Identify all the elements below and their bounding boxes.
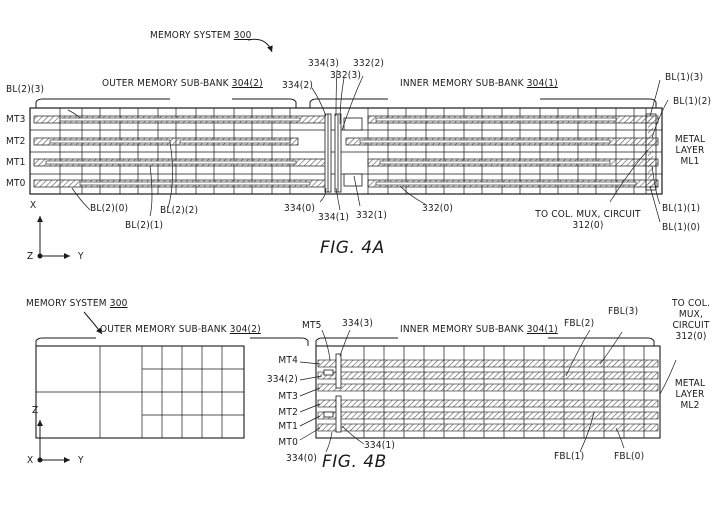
bl-2-0-label: BL(2)(0) <box>90 203 129 214</box>
fbl-2-label: FBL(2) <box>564 318 595 329</box>
inner-sub-bank-bracket-4b <box>315 337 655 346</box>
axis-triad-4a <box>37 216 70 259</box>
bl-1-1-label: BL(1)(1) <box>662 203 701 214</box>
via-334-3-label-4a: 334(3) <box>308 58 340 69</box>
fbl-tracks-4b <box>317 359 659 432</box>
mt0-label-4a: MT0 <box>6 178 26 189</box>
axis-y-label-4a: Y <box>78 251 84 262</box>
leaders-4b <box>299 329 677 453</box>
inner-sub-bank-label-4b: INNER MEMORY SUB-BANK 304(1) <box>400 324 558 335</box>
cut-332-3-label: 332(3) <box>330 70 362 81</box>
mt2-label-4a: MT2 <box>6 136 26 147</box>
vias-4b <box>323 353 342 433</box>
bl-2-2-label: BL(2)(2) <box>160 205 199 216</box>
via-334-2-label-4a: 334(2) <box>282 80 314 91</box>
figure-caption-4b: FIG. 4B <box>322 452 387 472</box>
mt3-label-4b: MT3 <box>278 391 298 402</box>
mt3-label-4a: MT3 <box>6 114 26 125</box>
axis-z-label-4b: Z <box>32 405 39 416</box>
outer-grid-4b <box>36 346 244 438</box>
metal-layer-ml2-label: METAL LAYER ML2 <box>674 378 706 411</box>
array-outline-4a <box>29 107 663 195</box>
system-label-4a: MEMORY SYSTEM 300 <box>150 30 252 41</box>
to-col-mux-label-4b: TO COL. MUX, CIRCUIT 312(0) <box>671 298 711 342</box>
to-col-mux-label-4a: TO COL. MUX, CIRCUIT 312(0) <box>535 209 641 231</box>
cut-332-0-label: 332(0) <box>422 203 454 214</box>
via-334-1-label-4a: 334(1) <box>318 212 350 223</box>
inner-array-outline-4b <box>315 345 661 439</box>
mt1-label-4a: MT1 <box>6 157 26 168</box>
fbl-0-label: FBL(0) <box>614 451 645 462</box>
outer-sub-bank-bracket <box>35 98 297 108</box>
bl-1-0-label: BL(1)(0) <box>662 222 701 233</box>
axis-y-label-4b: Y <box>78 455 84 466</box>
grid-rows-4a <box>30 129 662 175</box>
axis-z-label-4a: Z <box>27 251 34 262</box>
mt4-label-4b: MT4 <box>278 355 298 366</box>
via-334-3-label-4b: 334(3) <box>342 318 374 329</box>
bitlines-4a <box>45 117 637 186</box>
vias-4a <box>324 113 363 193</box>
fbl-3-label: FBL(3) <box>608 306 639 317</box>
inner-sub-bank-bracket <box>309 98 657 108</box>
bl-2-3-label: BL(2)(3) <box>6 84 45 95</box>
outer-sub-bank-label-4b: OUTER MEMORY SUB-BANK 304(2) <box>100 324 261 335</box>
via-334-1-label-4b: 334(1) <box>364 440 396 451</box>
bl-2-1-label: BL(2)(1) <box>125 220 164 231</box>
via-334-2-label-4b: 334(2) <box>266 374 298 385</box>
cut-332-1-label: 332(1) <box>356 210 388 221</box>
axis-x-label-4a: X <box>30 200 37 211</box>
outer-sub-bank-label-4a: OUTER MEMORY SUB-BANK 304(2) <box>102 78 263 89</box>
mt1-label-4b: MT1 <box>278 421 298 432</box>
fig4a-diagram <box>29 38 669 259</box>
outer-sub-bank-bracket-4b <box>35 337 309 346</box>
figure-caption-4a: FIG. 4A <box>320 238 385 258</box>
mt2-label-4b: MT2 <box>278 407 298 418</box>
bl-1-3-label: BL(1)(3) <box>665 72 704 83</box>
leaders-4a <box>67 69 669 223</box>
mt5-label-4b: MT5 <box>302 320 322 331</box>
mt0-label-4b: MT0 <box>278 437 298 448</box>
cut-332-2-label: 332(2) <box>353 58 385 69</box>
bl-1-2-label: BL(1)(2) <box>673 96 712 107</box>
system-arrow-4a <box>247 38 273 53</box>
inner-sub-bank-label-4a: INNER MEMORY SUB-BANK 304(1) <box>400 78 558 89</box>
system-arrow-4b <box>83 311 103 335</box>
fbl-1-label: FBL(1) <box>554 451 585 462</box>
via-334-0-label-4a: 334(0) <box>284 203 316 214</box>
axis-x-label-4b: X <box>27 455 34 466</box>
via-334-0-label-4b: 334(0) <box>286 453 318 464</box>
axis-triad-4b <box>37 420 70 463</box>
system-label-4b: MEMORY SYSTEM 300 <box>26 298 128 309</box>
metal-layer-ml1-label: METAL LAYER ML1 <box>674 134 706 167</box>
fig4b-diagram <box>35 311 677 463</box>
